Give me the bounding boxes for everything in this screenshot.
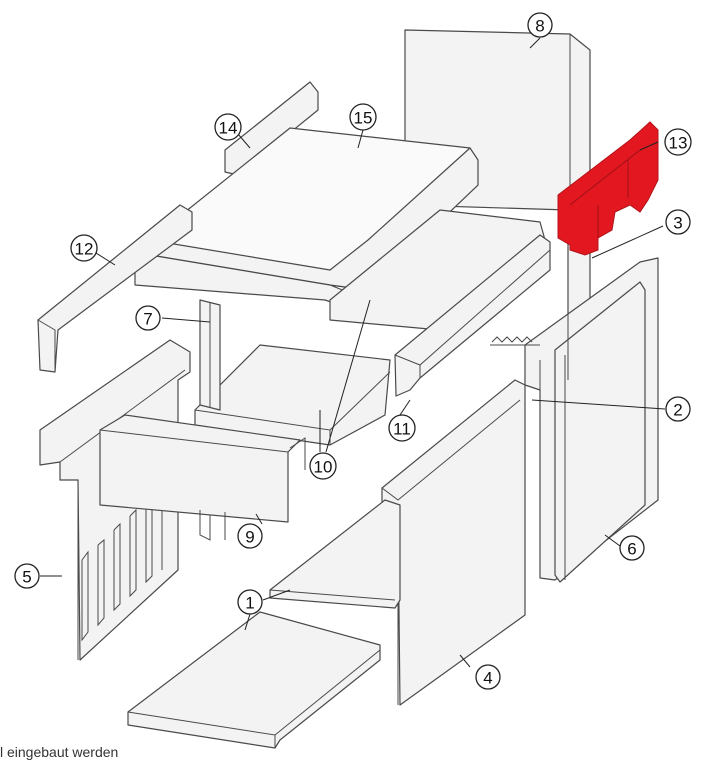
callout-circle xyxy=(70,234,98,262)
callout-4: 4 xyxy=(475,664,501,690)
callout-circle xyxy=(349,103,377,131)
callout-circle xyxy=(619,535,645,561)
callout-circle xyxy=(665,209,691,235)
callout-circle xyxy=(388,414,416,442)
callout-label: 1 xyxy=(245,594,254,613)
callout-12: 12 xyxy=(70,234,98,262)
callout-6: 6 xyxy=(619,535,645,561)
callout-label: 6 xyxy=(627,540,636,559)
callout-label: 3 xyxy=(673,214,682,233)
part-11-diagonal-bar xyxy=(394,234,551,397)
callout-label: 12 xyxy=(75,240,94,259)
part-9-front-block xyxy=(99,414,306,541)
part-7-inner-side xyxy=(199,299,221,411)
footer-caption: l eingebaut werden xyxy=(0,744,119,760)
callout-label: 9 xyxy=(245,528,254,547)
part-14-side-strip xyxy=(224,81,319,176)
callout-5: 5 xyxy=(14,563,40,589)
callout-10: 10 xyxy=(309,452,337,480)
callout-circle xyxy=(135,305,161,331)
callout-label: 11 xyxy=(393,420,411,439)
callout-circle xyxy=(237,523,263,549)
part-13-highlighted-part xyxy=(557,121,659,256)
part-inner-shelf xyxy=(194,209,546,446)
callout-1: 1 xyxy=(237,589,263,615)
callout-14: 14 xyxy=(214,113,242,141)
callout-label: 8 xyxy=(535,17,544,36)
callout-label: 2 xyxy=(673,401,682,420)
callout-circle xyxy=(214,113,242,141)
leader-lines xyxy=(40,37,666,668)
part-12-diagonal-bar xyxy=(37,204,193,373)
part-6-outer-right-panel xyxy=(554,281,646,583)
callout-label: 5 xyxy=(22,568,31,587)
callout-label: 15 xyxy=(354,109,373,128)
callout-circle xyxy=(237,589,263,615)
callout-circle xyxy=(475,664,501,690)
callout-11: 11 xyxy=(388,414,416,442)
callout-3: 3 xyxy=(665,209,691,235)
part-1-floor-plates xyxy=(127,499,401,749)
callout-13: 13 xyxy=(664,128,692,156)
callout-8: 8 xyxy=(527,12,553,38)
callout-2: 2 xyxy=(665,396,691,422)
callout-label: 13 xyxy=(669,134,688,153)
callout-9: 9 xyxy=(237,523,263,549)
callout-label: 14 xyxy=(219,119,238,138)
callout-circle xyxy=(527,12,553,38)
callout-15: 15 xyxy=(349,103,377,131)
callout-label: 7 xyxy=(143,310,152,329)
callout-circle xyxy=(309,452,337,480)
callout-circle xyxy=(664,128,692,156)
callout-label: 10 xyxy=(314,458,333,477)
callout-circle xyxy=(665,396,691,422)
callout-7: 7 xyxy=(135,305,161,331)
callout-circle xyxy=(14,563,40,589)
callout-label: 4 xyxy=(483,669,492,688)
